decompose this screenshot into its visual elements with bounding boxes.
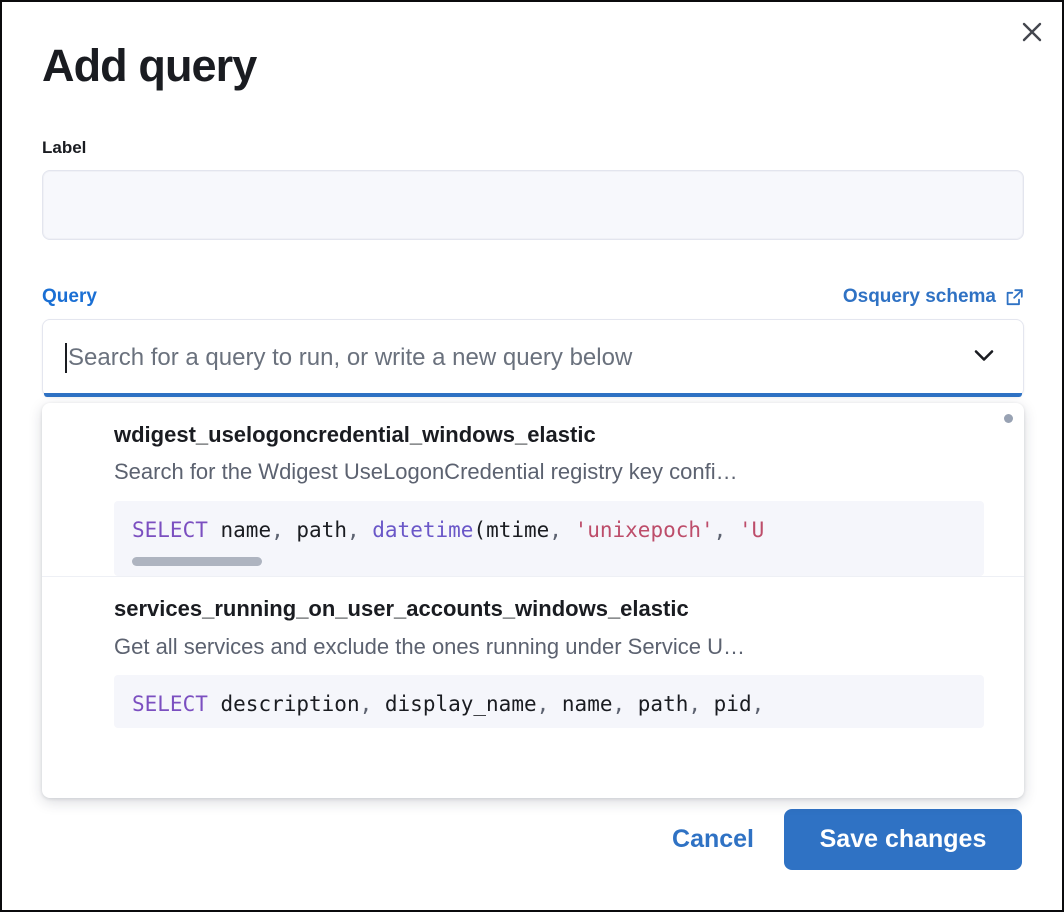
cancel-button[interactable]: Cancel — [668, 819, 758, 860]
query-search-input[interactable]: Search for a query to run, or write a ne… — [68, 345, 633, 370]
list-item[interactable]: services_running_on_user_accounts_window… — [42, 576, 1024, 728]
option-description: Search for the Wdigest UseLogonCredentia… — [114, 459, 738, 485]
external-link-icon — [1005, 288, 1024, 307]
option-code-block: SELECT name, path, datetime(mtime, 'unix… — [114, 501, 984, 577]
query-search-combobox[interactable]: Search for a query to run, or write a ne… — [42, 318, 1024, 397]
query-options-dropdown[interactable]: wdigest_uselogoncredential_windows_elast… — [42, 402, 1024, 798]
modal-footer: Cancel Save changes — [668, 809, 1022, 870]
option-sql: SELECT name, path, datetime(mtime, 'unix… — [132, 518, 765, 543]
osquery-schema-link[interactable]: Osquery schema — [843, 286, 1024, 308]
code-scrollbar-thumb[interactable] — [132, 557, 262, 567]
osquery-schema-link-label: Osquery schema — [842, 286, 996, 308]
chevron-down-icon[interactable] — [969, 340, 999, 375]
label-input[interactable] — [42, 170, 1024, 241]
label-field-group: Label — [42, 137, 1024, 241]
list-item[interactable]: wdigest_uselogoncredential_windows_elast… — [42, 403, 1024, 577]
option-description: Get all services and exclude the ones ru… — [114, 633, 746, 659]
code-horizontal-scrollbar[interactable] — [132, 557, 984, 567]
option-sql: SELECT description, display_name, name, … — [132, 692, 765, 717]
query-field-label: Query — [42, 286, 97, 308]
text-caret — [65, 342, 67, 373]
query-header: Query Osquery schema — [42, 286, 1024, 309]
option-code-block: SELECT description, display_name, name, … — [114, 675, 984, 728]
option-title: services_running_on_user_accounts_window… — [114, 596, 689, 622]
page-title: Add query — [42, 40, 257, 91]
option-title: wdigest_uselogoncredential_windows_elast… — [114, 421, 596, 447]
query-combobox-wrapper: Search for a query to run, or write a ne… — [42, 318, 1024, 798]
close-icon — [1021, 21, 1043, 43]
dropdown-scrollbar[interactable] — [1004, 413, 1013, 423]
close-icon-button[interactable] — [1014, 14, 1050, 50]
save-changes-button[interactable]: Save changes — [784, 809, 1022, 870]
query-field-group: Query Osquery schema Search for a — [42, 286, 1024, 798]
label-field-label: Label — [42, 137, 87, 157]
